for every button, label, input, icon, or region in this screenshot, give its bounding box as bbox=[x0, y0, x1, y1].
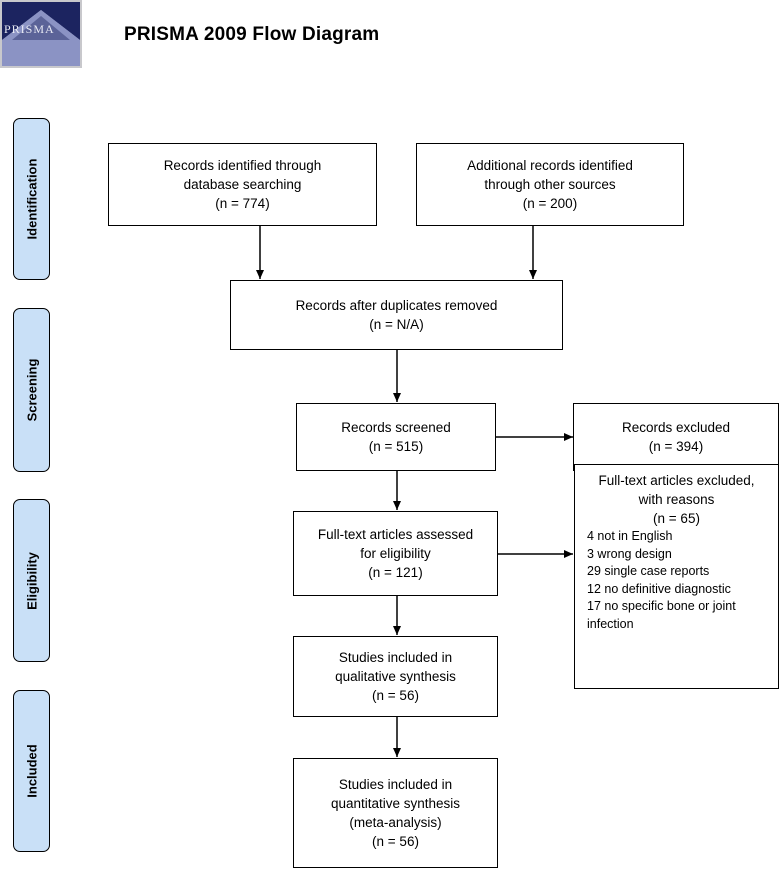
box-line: (n = 65) bbox=[653, 511, 700, 526]
box-records-screened: Records screened (n = 515) bbox=[296, 403, 496, 471]
box-line: Full-text articles assessed bbox=[317, 527, 474, 542]
box-line: Records excluded bbox=[621, 420, 731, 435]
box-line: through other sources bbox=[484, 177, 616, 192]
box-line: (n = 56) bbox=[372, 834, 419, 849]
exclusion-reason: 17 no specific bone or joint infection bbox=[587, 599, 736, 631]
box-line: (n = 515) bbox=[368, 439, 424, 454]
box-line: Studies included in bbox=[338, 777, 453, 792]
stage-screening: Screening bbox=[13, 308, 50, 472]
logo-text: PRISMA bbox=[4, 22, 55, 36]
box-duplicates-removed: Records after duplicates removed (n = N/… bbox=[230, 280, 563, 350]
box-qualitative-synthesis: Studies included in qualitative synthesi… bbox=[293, 636, 498, 717]
box-line: qualitative synthesis bbox=[335, 669, 456, 684]
box-line: (n = 394) bbox=[648, 439, 704, 454]
box-line: (meta-analysis) bbox=[349, 815, 442, 830]
exclusion-reason: 4 not in English bbox=[587, 529, 673, 543]
box-line: for eligibility bbox=[360, 546, 431, 561]
box-line: (n = 56) bbox=[372, 688, 419, 703]
box-line: Records screened bbox=[341, 420, 451, 435]
box-line: Additional records identified bbox=[467, 158, 633, 173]
box-database-searching: Records identified through database sear… bbox=[108, 143, 377, 226]
exclusion-reason: 3 wrong design bbox=[587, 546, 672, 561]
box-line: database searching bbox=[183, 177, 302, 192]
box-line: Records after duplicates removed bbox=[295, 298, 498, 313]
prisma-logo: PRISMA bbox=[0, 0, 82, 68]
box-line: (n = 121) bbox=[368, 565, 423, 580]
exclusion-reason: 12 no definitive diagnostic bbox=[587, 581, 731, 596]
box-records-excluded: Records excluded (n = 394) bbox=[573, 403, 779, 471]
box-line: (n = N/A) bbox=[369, 317, 424, 332]
exclusion-reasons-list: 4 not in English 3 wrong design 29 singl… bbox=[575, 528, 778, 633]
box-line: Full-text articles excluded, bbox=[598, 473, 755, 488]
box-fulltext-excluded: Full-text articles excluded, with reason… bbox=[574, 464, 779, 689]
stage-eligibility: Eligibility bbox=[13, 499, 50, 662]
box-quantitative-synthesis: Studies included in quantitative synthes… bbox=[293, 758, 498, 868]
box-line: quantitative synthesis bbox=[330, 796, 461, 811]
box-line: with reasons bbox=[638, 492, 715, 507]
box-line: Studies included in bbox=[338, 650, 453, 665]
box-line: (n = 774) bbox=[215, 196, 270, 211]
stage-identification: Identification bbox=[13, 118, 50, 280]
box-line: (n = 200) bbox=[522, 196, 578, 211]
box-line: Records identified through bbox=[163, 158, 322, 173]
stage-included: Included bbox=[13, 690, 50, 852]
box-other-sources: Additional records identified through ot… bbox=[416, 143, 684, 226]
exclusion-reason: 29 single case reports bbox=[587, 564, 710, 578]
page-title: PRISMA 2009 Flow Diagram bbox=[124, 24, 380, 45]
box-fulltext-assessed: Full-text articles assessed for eligibil… bbox=[293, 511, 498, 596]
